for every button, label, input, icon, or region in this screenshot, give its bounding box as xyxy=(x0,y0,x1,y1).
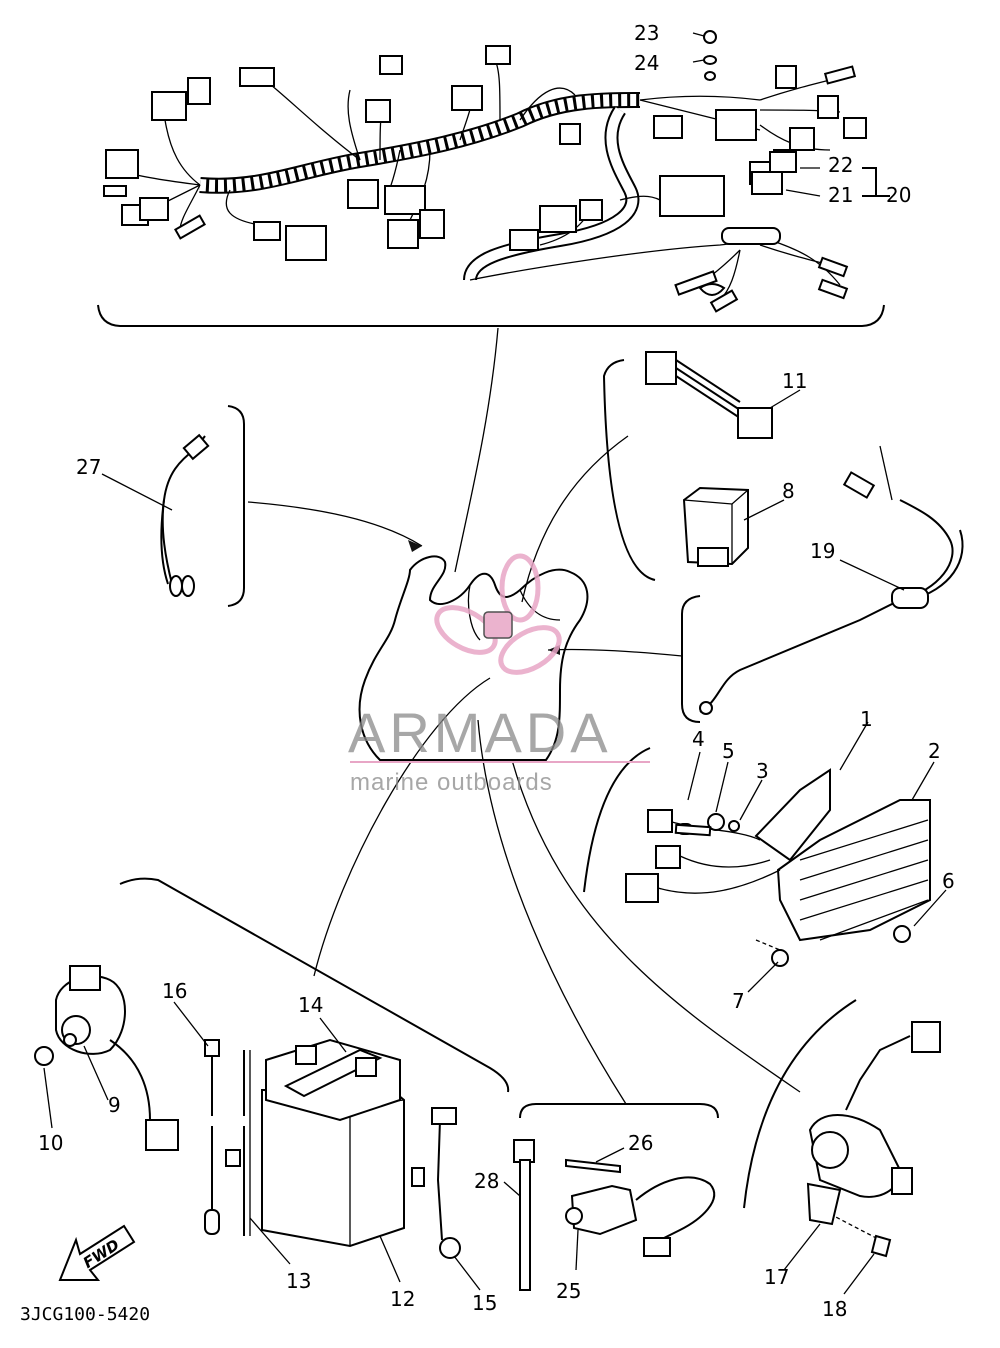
label-12: 12 xyxy=(390,1287,415,1311)
label-19: 19 xyxy=(810,539,835,563)
label-5: 5 xyxy=(722,739,735,763)
part-9-switch xyxy=(34,965,179,1151)
part-17-switch xyxy=(806,1021,941,1258)
label-21: 21 xyxy=(828,183,853,207)
armada-logo-icon xyxy=(434,553,562,675)
washer-24 xyxy=(692,55,717,81)
label-2: 2 xyxy=(928,739,941,763)
label-18: 18 xyxy=(822,1297,847,1321)
label-16: 16 xyxy=(162,979,187,1003)
part-labels: 23 24 22 21 20 11 27 8 19 1 2 4 5 3 6 7 … xyxy=(38,21,955,1321)
fuse-21-22 xyxy=(751,151,821,197)
label-17: 17 xyxy=(764,1265,789,1289)
label-26: 26 xyxy=(628,1131,653,1155)
label-8: 8 xyxy=(782,479,795,503)
group-brackets xyxy=(97,167,890,1209)
part-13-lead xyxy=(243,1050,251,1236)
label-28: 28 xyxy=(474,1169,499,1193)
label-9: 9 xyxy=(108,1093,121,1117)
part-8-relay xyxy=(682,486,749,567)
label-11: 11 xyxy=(782,369,807,393)
label-1: 1 xyxy=(860,707,873,731)
screw-23 xyxy=(692,30,717,44)
part-27-sensor xyxy=(160,433,210,597)
part-1-2-rectifier xyxy=(625,768,931,967)
watermark-tagline: marine outboards xyxy=(350,769,553,796)
label-4: 4 xyxy=(692,727,705,751)
label-10: 10 xyxy=(38,1131,63,1155)
label-24: 24 xyxy=(634,51,659,75)
label-leaders xyxy=(43,389,947,1295)
label-20: 20 xyxy=(886,183,911,207)
leader-lines xyxy=(247,327,801,1105)
part-15-lead xyxy=(411,1107,461,1259)
label-6: 6 xyxy=(942,869,955,893)
diagram-code: 3JCG100-5420 xyxy=(20,1304,150,1325)
label-3: 3 xyxy=(756,759,769,783)
part-12-battery xyxy=(261,1038,405,1248)
label-23: 23 xyxy=(634,21,659,45)
part-28-cable-tie xyxy=(513,1139,535,1291)
part-16-lead xyxy=(204,1039,241,1235)
label-25: 25 xyxy=(556,1279,581,1303)
part-11-sub-harness xyxy=(645,351,773,439)
label-13: 13 xyxy=(286,1269,311,1293)
label-14: 14 xyxy=(298,993,323,1017)
label-22: 22 xyxy=(828,153,853,177)
fwd-arrow-icon: FWD xyxy=(58,1224,136,1281)
label-15: 15 xyxy=(472,1291,497,1315)
engine-outline xyxy=(358,555,589,761)
watermark-brand: ARMADA xyxy=(348,701,612,764)
label-27: 27 xyxy=(76,455,101,479)
label-7: 7 xyxy=(732,989,745,1013)
part-19-lead xyxy=(699,445,964,715)
part-25-sensor xyxy=(565,1158,716,1257)
